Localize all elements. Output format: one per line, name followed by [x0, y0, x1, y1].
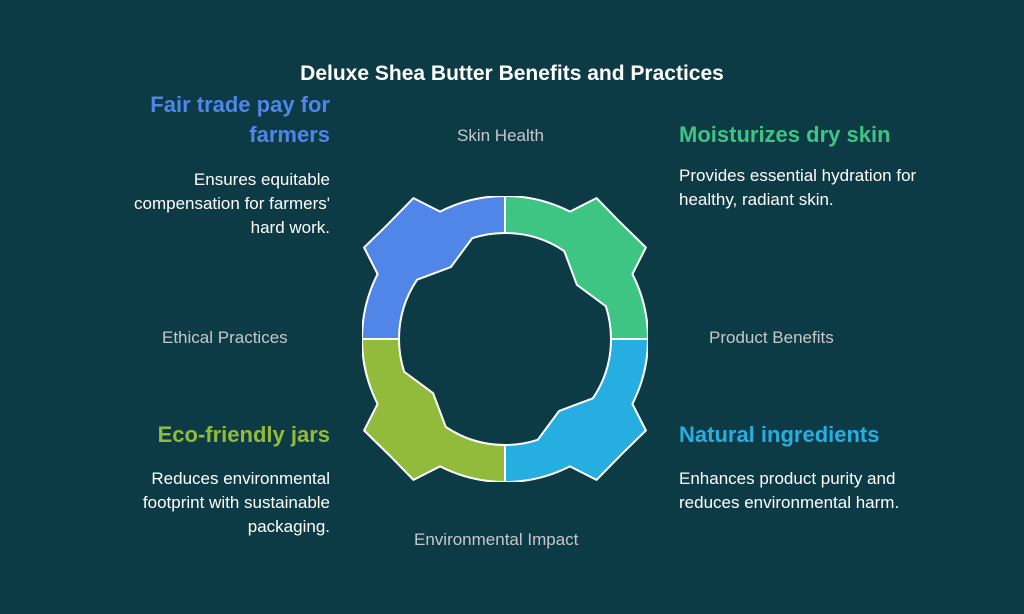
axis-label-left: Ethical Practices: [162, 328, 288, 347]
axis-label-right: Product Benefits: [709, 328, 834, 347]
axis-label-bottom: Environmental Impact: [414, 530, 579, 549]
quadrant-heading-eco-friendly: Eco-friendly jars: [157, 422, 330, 447]
diagram-title: Deluxe Shea Butter Benefits and Practice…: [300, 62, 724, 85]
cycle-segment-bottom-left: [362, 338, 506, 482]
quadrant-heading-natural: Natural ingredients: [679, 422, 880, 447]
quadrant-heading-fair-trade: Fair trade pay for farmers: [150, 92, 330, 147]
quadrant-desc-natural: Enhances product purity and reduces envi…: [679, 469, 900, 512]
quadrant-heading-moisturizes: Moisturizes dry skin: [679, 122, 891, 147]
quadrant-desc-moisturizes: Provides essential hydration for healthy…: [679, 166, 917, 209]
cycle-diagram: [362, 196, 648, 482]
quadrant-desc-fair-trade: Ensures equitable compensation for farme…: [134, 170, 330, 237]
cycle-segment-top-left: [362, 196, 506, 340]
cycle-segment-bottom-right: [504, 338, 648, 482]
cycle-segment-top-right: [504, 196, 648, 340]
axis-label-top: Skin Health: [457, 126, 544, 145]
quadrant-desc-eco-friendly: Reduces environmental footprint with sus…: [142, 469, 330, 536]
